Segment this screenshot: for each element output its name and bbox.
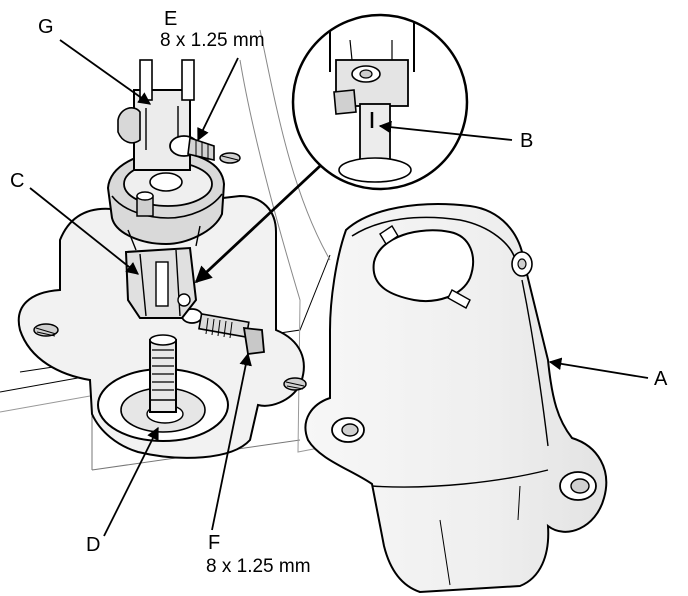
stud-left	[33, 323, 59, 337]
callout-g-letter: G	[38, 16, 54, 38]
cover-boss-left	[331, 417, 365, 443]
callout-b-letter: B	[520, 130, 534, 152]
leader-e	[197, 57, 239, 142]
cover-boss-right	[559, 471, 597, 501]
callout-d-letter: D	[86, 534, 101, 556]
joint-bolt	[181, 308, 265, 356]
leader-a	[548, 357, 649, 379]
steering-cover	[304, 203, 608, 594]
universal-joint-lower-yoke	[124, 246, 198, 319]
leader-lines	[29, 39, 649, 537]
upper-joint-bolt	[169, 135, 215, 162]
stud-lower-right	[283, 377, 307, 391]
leader-b	[378, 120, 513, 141]
pinion-shaft	[149, 334, 177, 413]
callout-c-letter: C	[10, 170, 25, 192]
leader-g	[59, 39, 152, 105]
cover-boss-top	[511, 251, 533, 277]
detail-inset	[291, 13, 469, 191]
callout-e-spec: 8 x 1.25 mm	[160, 30, 265, 51]
stud-upper-right	[219, 152, 241, 164]
leader-inset	[194, 164, 321, 284]
callout-f-letter: F	[208, 532, 221, 554]
leader-d	[103, 426, 159, 537]
callout-f-spec: 8 x 1.25 mm	[206, 556, 311, 577]
leader-f	[211, 352, 252, 531]
callout-e-letter: E	[164, 8, 178, 30]
leader-c	[29, 187, 139, 275]
callout-a-letter: A	[654, 368, 668, 390]
